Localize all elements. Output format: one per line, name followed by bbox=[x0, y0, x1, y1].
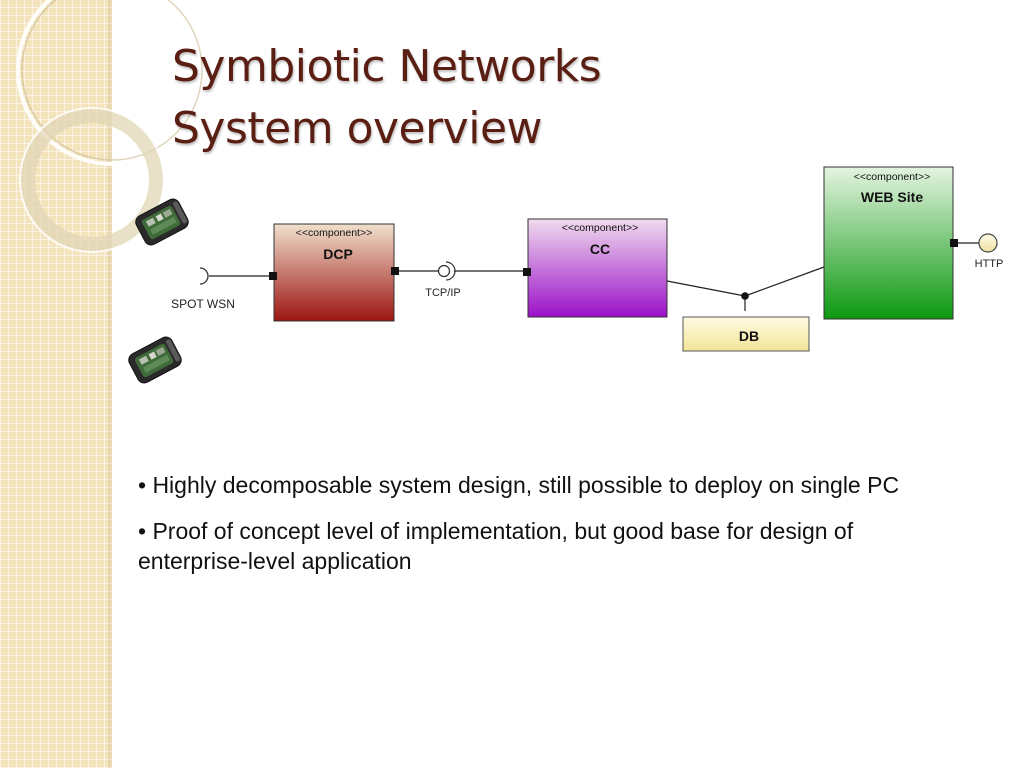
cc-stereotype: <<component>> bbox=[562, 222, 638, 234]
http-lollipop bbox=[978, 233, 998, 253]
title-line-2: System overview bbox=[172, 103, 543, 154]
connector-cc-db bbox=[666, 280, 746, 297]
connector-web-db bbox=[744, 266, 825, 297]
spot-wsn-label: SPOT WSN bbox=[171, 297, 235, 311]
cc-component: <<component>> CC bbox=[523, 218, 668, 318]
db-component: DB bbox=[682, 316, 810, 352]
system-diagram: SPOT WSN <<component>> DCP TCP/IP <<comp… bbox=[128, 166, 1004, 384]
tcp-ip-lollipop bbox=[437, 264, 451, 278]
dcp-port-right bbox=[391, 267, 399, 275]
web-site-port-right bbox=[950, 239, 958, 247]
slide-title: Symbiotic Networks System overview bbox=[172, 36, 872, 160]
bullet-item-1: • Highly decomposable system design, sti… bbox=[138, 472, 900, 498]
dcp-name: DCP bbox=[323, 246, 353, 262]
dcp-port-left bbox=[269, 272, 277, 280]
sensor-device-icon bbox=[128, 336, 182, 384]
http-label: HTTP bbox=[975, 258, 1004, 270]
web-site-stereotype: <<component>> bbox=[854, 171, 930, 183]
spot-wsn-socket bbox=[199, 267, 209, 285]
cc-name: CC bbox=[590, 241, 610, 257]
web-site-name: WEB Site bbox=[861, 189, 923, 205]
db-name: DB bbox=[739, 328, 759, 344]
title-line-1: Symbiotic Networks bbox=[172, 41, 602, 92]
dcp-stereotype: <<component>> bbox=[296, 227, 372, 239]
bullet-list: • Highly decomposable system design, sti… bbox=[138, 470, 958, 592]
sidebar-edge bbox=[108, 0, 112, 768]
cc-port-left bbox=[523, 268, 531, 276]
bullet-item-2: • Proof of concept level of implementati… bbox=[138, 518, 854, 574]
db-junction bbox=[741, 292, 749, 300]
tcp-ip-label: TCP/IP bbox=[425, 287, 460, 299]
web-site-component: <<component>> WEB Site bbox=[823, 166, 958, 320]
decorative-circles bbox=[16, 0, 208, 253]
dcp-component: <<component>> DCP bbox=[269, 223, 399, 322]
sensor-device-icon bbox=[135, 198, 189, 246]
